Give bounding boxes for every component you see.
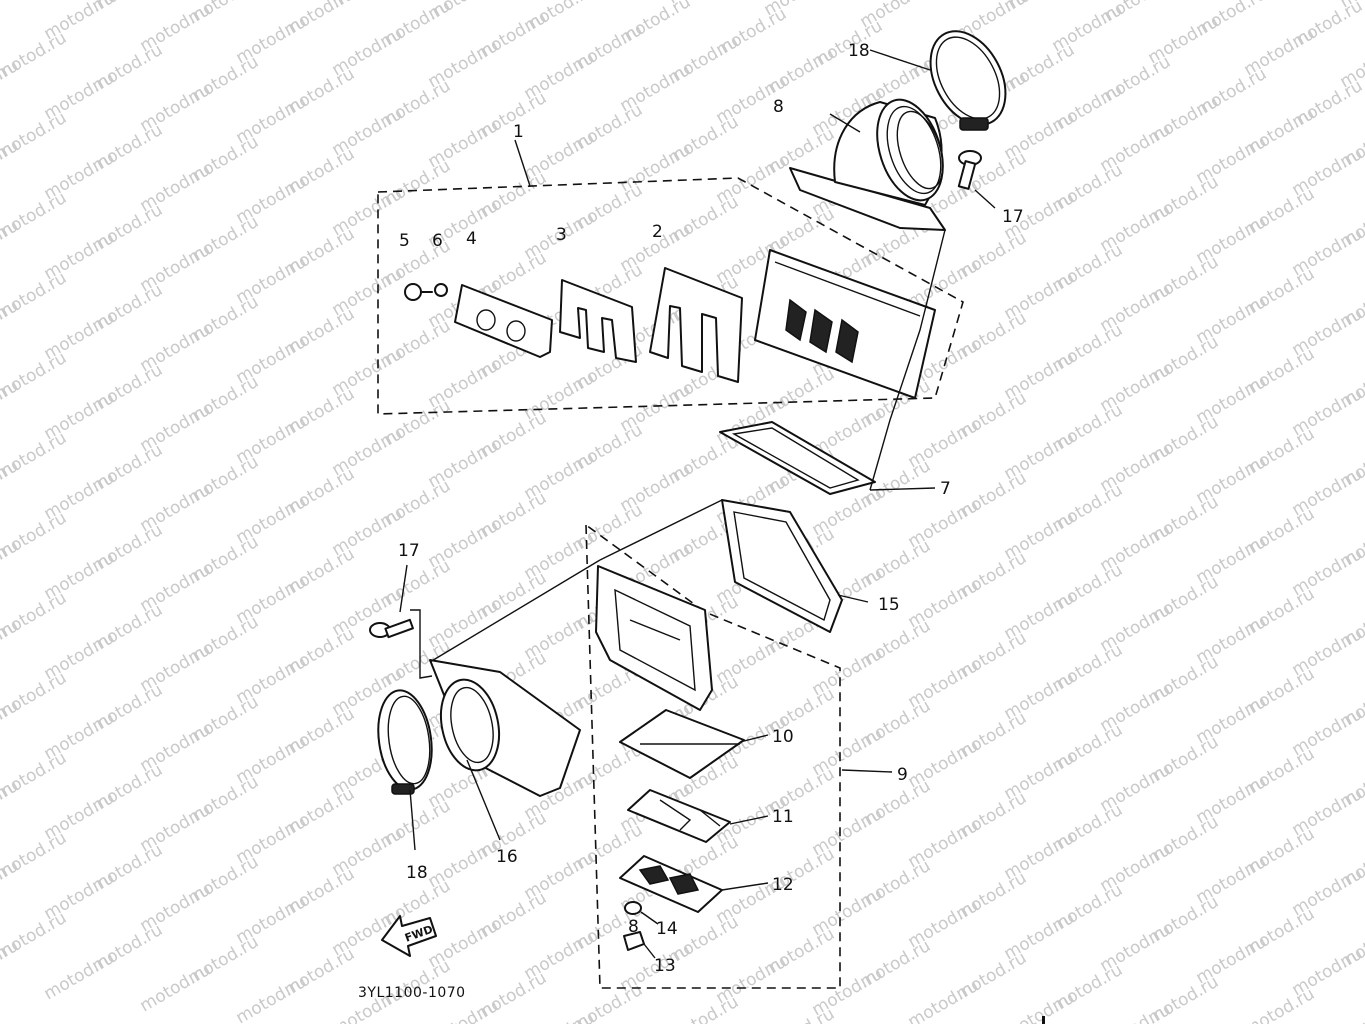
watermark-text: motod.ru [1001, 988, 1079, 1024]
callout-10: 10 [772, 727, 794, 747]
callout-12: 12 [772, 875, 794, 895]
watermark-text: motod.ru [521, 1008, 599, 1024]
assembly-1-boundary [377, 177, 964, 415]
callout-1: 1 [513, 122, 524, 142]
watermark-text: motod.ru [137, 960, 215, 1016]
leader-lines [399, 49, 996, 959]
callout-16: 16 [496, 847, 518, 867]
callout-9: 9 [897, 765, 908, 785]
callout-13: 13 [654, 956, 676, 976]
callout-labels: 1 2 3 4 5 6 7 8 9 10 11 12 13 14 15 16 1… [398, 41, 1024, 976]
part-10-reed-plate [619, 709, 745, 779]
callout-3: 3 [556, 225, 567, 245]
callout-11: 11 [772, 807, 794, 827]
fwd-arrow-icon: FWD [381, 915, 437, 957]
part-3-reed-valve [559, 279, 637, 363]
part-4-stopper-plate [454, 284, 553, 358]
part-7-gasket [719, 421, 876, 495]
part-18-clamp-top [929, 30, 1007, 131]
part-16-intake-manifold [429, 659, 581, 797]
callout-2: 2 [652, 222, 663, 242]
watermark-text: motod.ru [0, 0, 22, 32]
callout-18-top: 18 [848, 41, 870, 61]
part-15-gasket [721, 499, 843, 633]
diagram-code: 3YL1100-1070 [358, 985, 466, 1001]
part-9-manifold-block [595, 565, 713, 711]
watermark-text: motod.ru [233, 972, 311, 1024]
watermark-text: motod.ru [665, 992, 743, 1024]
part-11-reed [627, 789, 731, 843]
callout-6: 6 [432, 231, 443, 251]
part-18-clamp-bottom [377, 689, 433, 795]
watermark-text: motod.ru [1097, 1000, 1175, 1024]
watermark-text: motod.ru [761, 1004, 839, 1024]
callout-8: 8 [773, 97, 784, 117]
watermark-text: motod.ru [41, 948, 119, 1004]
watermark-text: motod.ru [1241, 984, 1319, 1024]
part-17-screw-left [369, 618, 414, 639]
callout-15: 15 [878, 595, 900, 615]
callout-4: 4 [466, 229, 477, 249]
callout-8-small: 8 [628, 917, 639, 937]
part-5-bolt [404, 283, 433, 301]
part-2-reed-valve [649, 267, 743, 383]
part-6-washer [434, 283, 448, 297]
reed-valve-body [754, 249, 936, 399]
callout-14: 14 [656, 919, 678, 939]
part-17-screw-top [957, 150, 982, 190]
callout-7: 7 [940, 479, 951, 499]
callout-17-top: 17 [1002, 207, 1024, 227]
callout-18-bottom: 18 [406, 863, 428, 883]
part-8-intake-boot [789, 98, 946, 231]
part-14-washer [624, 901, 642, 915]
callout-17-left: 17 [398, 541, 420, 561]
watermark-text: motod.ru [905, 976, 983, 1024]
corner-mark [1042, 1016, 1045, 1024]
assembly-9-boundary [585, 524, 841, 989]
callout-5: 5 [399, 231, 410, 251]
watermark-text: motod.ru [1337, 996, 1365, 1024]
watermark-text: motod.ru [0, 0, 70, 4]
